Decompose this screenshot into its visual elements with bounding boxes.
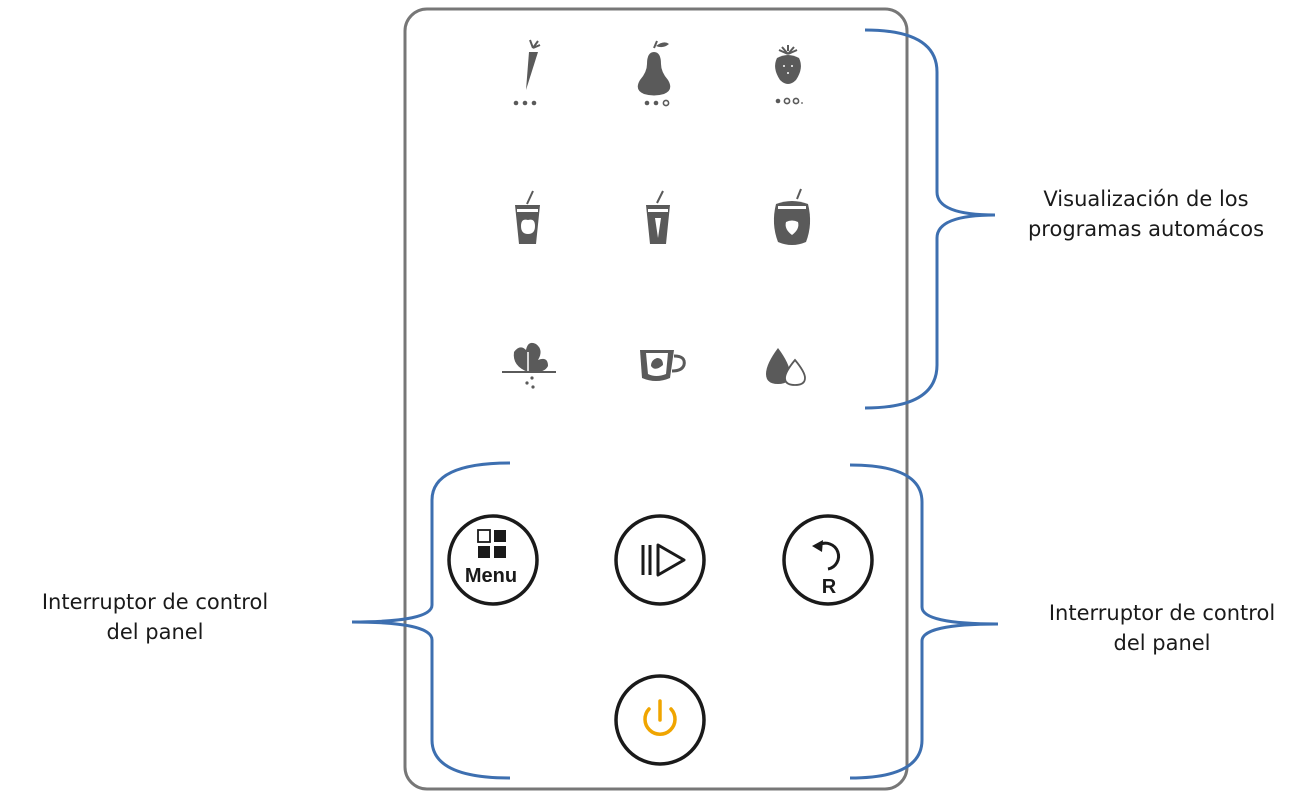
left-caption-line2: del panel [106,620,204,644]
drops-icon [766,348,806,386]
strawberry-icon [775,45,803,105]
right-control-bracket [849,463,999,780]
programs-caption-line2: programas automácos [1027,217,1265,241]
programs-bracket [864,28,996,410]
reset-button-label: R [822,576,837,598]
juice-glass-carrot-icon [646,190,670,244]
menu-button-label: Menu [465,565,517,587]
left-caption-line1: Interruptor de control [41,590,269,614]
right-caption-line1: Interruptor de control [1048,601,1276,625]
power-button[interactable] [614,674,706,766]
programs-display-caption: Visualización de los programas automácos [996,184,1296,244]
juice-glass-apple-icon [515,190,540,244]
pear-icon [637,40,671,107]
power-icon [643,699,677,736]
menu-button[interactable]: Menu [447,514,539,606]
right-control-caption: Interruptor de control del panel [1012,598,1312,658]
right-caption-line2: del panel [1113,631,1211,655]
reset-button[interactable]: R [782,514,874,606]
carrot-icon [513,39,541,106]
play-pause-button[interactable] [614,514,706,606]
reset-icon [812,540,841,571]
panel-outline [403,7,909,791]
left-control-caption: Interruptor de control del panel [0,587,310,647]
programs-caption-line1: Visualización de los [1043,187,1249,211]
jar-strawberry-icon [773,188,811,245]
menu-grid-icon [477,529,506,558]
spinach-icon [502,342,556,389]
coffee-cup-icon [640,350,686,381]
left-control-bracket [351,461,511,780]
play-pause-icon [641,543,686,577]
